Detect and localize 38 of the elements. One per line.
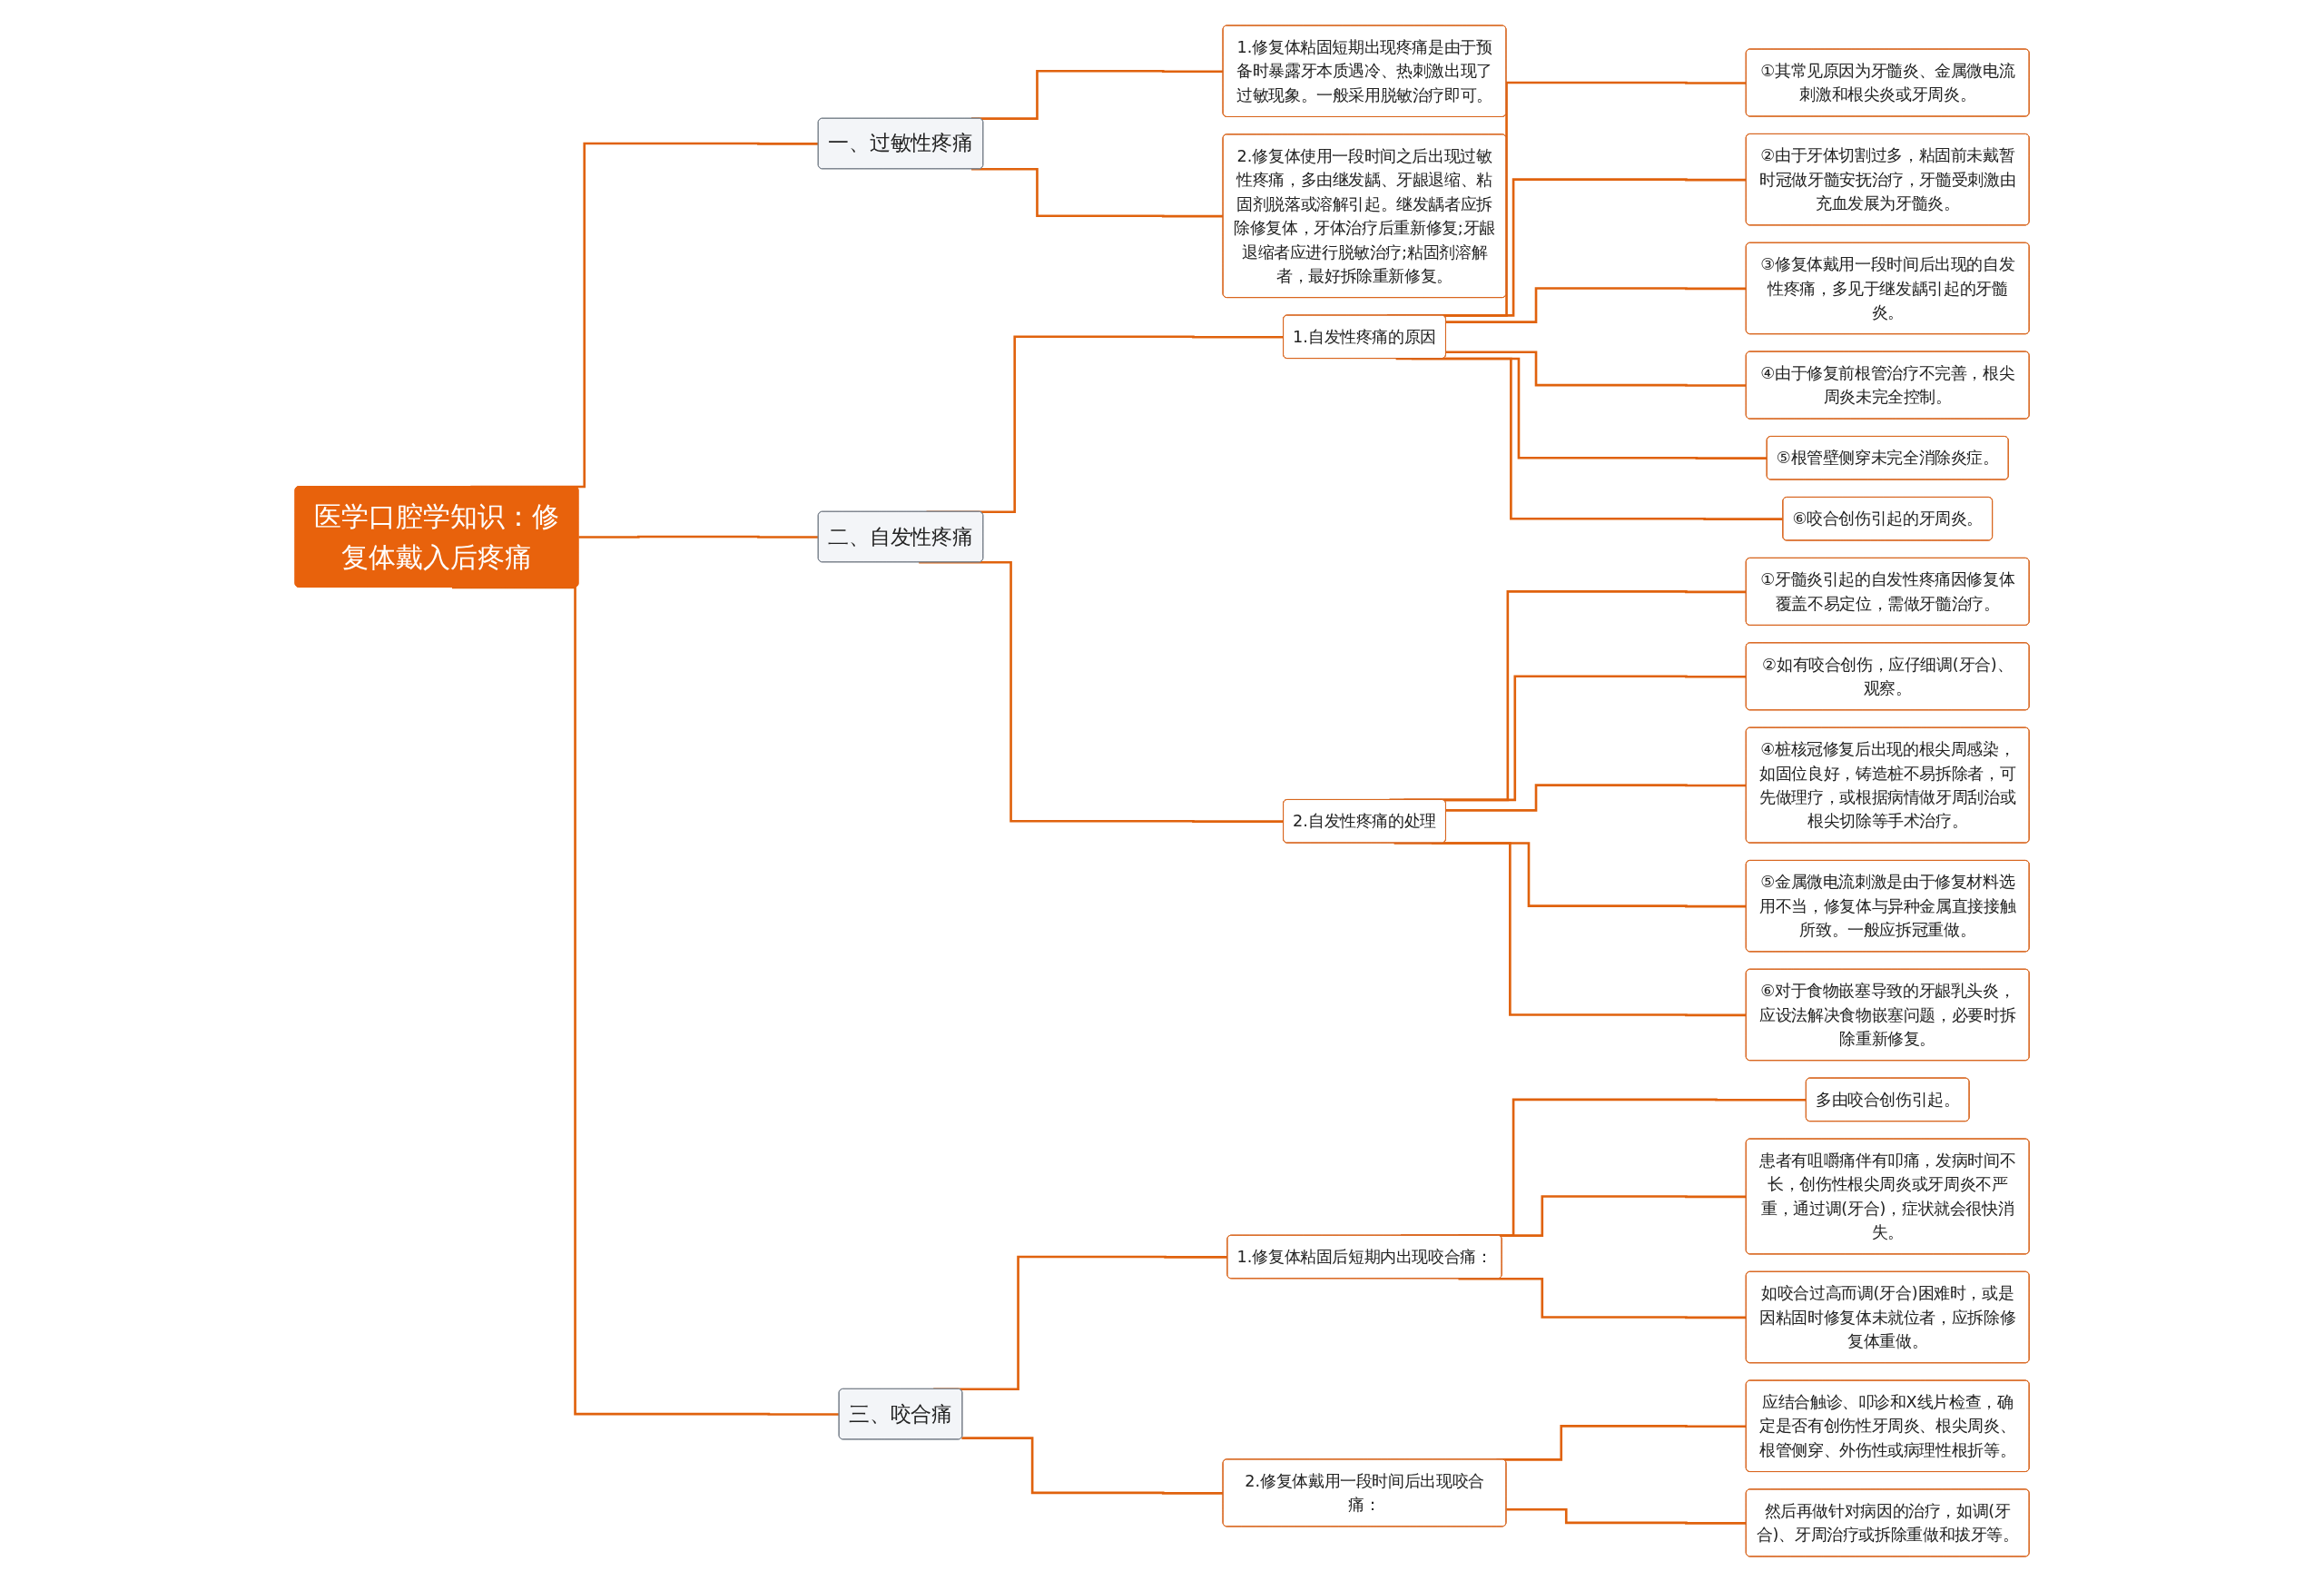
topic-box: ①其常见原因为牙髓炎、金属微电流刺激和根尖炎或牙周炎。 [1745,48,2030,116]
topic-box: 多由咬合创伤引起。 [1805,1077,1970,1122]
topic-box: ②如有咬合创伤，应仔细调(牙合)、观察。 [1745,641,2030,710]
connector [919,560,1284,823]
topic-box: 三、咬合痛 [838,1388,963,1439]
topic-box: ⑤金属微电流刺激是由于修复材料选用不当，修复体与异种金属直接接触所致。一般应拆冠重做。 [1745,859,2030,952]
topic-box: 1.自发性疼痛的原因 [1283,314,1446,359]
topic-box: 如咬合过高而调(牙合)困难时，或是因粘固时修复体未就位者，应拆除修复体重做。 [1745,1270,2030,1363]
connector [1445,286,1747,323]
connector [1458,1277,1747,1319]
topic-box: ②由于牙体切割过多，粘固前未戴暂时冠做牙髓安抚治疗，牙髓受刺激由充血发展为牙髓炎。 [1745,133,2030,225]
topic-box: ⑥对于食物嵌塞导致的牙龈乳头炎，应设法解决食物嵌塞问题，必要时拆除重新修复。 [1745,968,2030,1061]
topic-box: 应结合触诊、叩诊和X线片检查，确定是否有创伤性牙周炎、根尖周炎、根管侧穿、外伤性或病理性根折等。 [1745,1379,2030,1472]
topic-box: 二、自发性疼痛 [817,510,984,562]
topic-box: ⑤根管壁侧穿未完全消除炎症。 [1766,435,2009,479]
connector [1395,357,1784,520]
topic-box: 医学口腔学知识：修复体戴入后疼痛 [294,485,579,588]
topic-box: ④桩核冠修复后出现的根尖周感染，如固位良好，铸造桩不易拆除者，可先做理疗，或根据病情做牙周刮治或根尖切除等手术治疗。 [1745,726,2030,843]
topic-box: 1.修复体粘固短期出现疼痛是由于预备时暴露牙本质遇冷、热刺激出现了过敏现象。一般采用脱敏治疗即可。 [1222,25,1507,117]
topic-box: 然后再做针对病因的治疗，如调(牙合)、牙周治疗或拆除重做和拔牙等。 [1745,1488,2030,1556]
topic-box: ③修复体戴用一段时间后出现的自发性疼痛，多见于继发龋引起的牙髓炎。 [1745,242,2030,334]
topic-box: ⑥咬合创伤引起的牙周炎。 [1782,496,1993,540]
topic-box: 1.修复体粘固后短期内出现咬合痛： [1226,1234,1502,1279]
connector [1445,350,1747,387]
topic-box: 患者有咀嚼痛伴有叩痛，发病时间不长，创伤性根尖周炎或牙周炎不严重，通过调(牙合)，症状就会很快消失。 [1745,1138,2030,1254]
topic-box: 2.自发性疼痛的处理 [1283,798,1446,843]
topic-box: ④由于修复前根管治疗不完善，根尖周炎未完全控制。 [1745,351,2030,419]
connector [1393,841,1747,1016]
connector [451,586,840,1416]
connector [961,1436,1224,1495]
connector [1445,783,1747,812]
topic-box: 2.修复体使用一段时间之后出现过敏性疼痛，多由继发龋、牙龈退缩、粘固剂脱落或溶解引起。继发龋者应拆除修复体，牙体治疗后重新修复;牙龈退缩者应进行脱敏治疗;粘固剂溶解者，最好拆除重新修复。 [1222,133,1507,298]
connector [1506,1507,1747,1525]
connector [578,535,819,539]
topic-box: 2.修复体戴用一段时间后出现咬合痛： [1222,1457,1507,1527]
connector [970,167,1224,217]
topic-box: 一、过敏性疼痛 [817,117,984,169]
topic-box: ①牙髓炎引起的自发性疼痛因修复体覆盖不易定位，需做牙髓治疗。 [1745,557,2030,626]
